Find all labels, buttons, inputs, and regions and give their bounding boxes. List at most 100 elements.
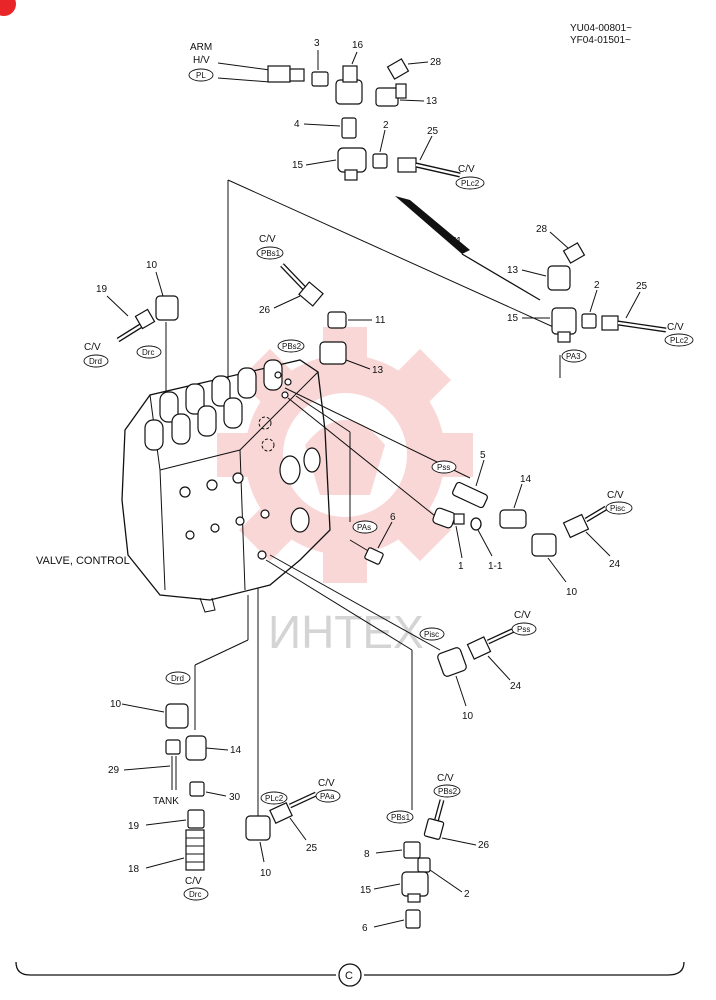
callout-26-top: 26 [259, 305, 271, 316]
port-label-pss-mid: Pss [437, 463, 450, 472]
port-label-drc-left: Drc [142, 348, 154, 357]
lower-right-group: Pisc 10 24 C/V Pss [419, 610, 537, 722]
port-oval-pbs2-low [433, 784, 461, 798]
port-label-pisc-mid: Pisc [610, 504, 625, 513]
callout-2-right: 2 [594, 280, 600, 291]
callout-15-top: 15 [292, 160, 304, 171]
port-oval-drc-left [136, 345, 162, 359]
port-oval-pisc-low [419, 627, 445, 641]
tee-part-15-right [551, 307, 577, 335]
port-label-pas: PAs [357, 523, 371, 532]
port-oval-paa [315, 789, 341, 803]
callout-28-top: 28 [430, 57, 442, 68]
footer-bracket: C [15, 961, 685, 987]
port-label-pbs1-top: PBs1 [261, 249, 281, 258]
callout-6-low: 6 [362, 923, 368, 934]
port-label-pbs2: PBs2 [282, 342, 302, 351]
footer-symbol: C [345, 970, 353, 982]
port-oval-pss-mid [431, 460, 457, 474]
tank-label: TANK [153, 796, 179, 807]
port-label-pss-low: Pss [517, 625, 530, 634]
hv-label: H/V [193, 55, 210, 66]
mid-right-group: Pss 5 14 1 1-1 6 PAs 10 24 C/V Pisc [352, 450, 633, 598]
tee-part-15-low [401, 871, 429, 897]
elbow-part-10-lowleft [165, 703, 189, 729]
callout-8: 8 [364, 849, 370, 860]
port-label-plc2-low: PLc2 [265, 794, 284, 803]
plug-part-8 [403, 841, 421, 859]
model-code-1: YU04-00801~ [570, 23, 632, 34]
hose-fitting [267, 65, 291, 83]
watermark-text: ИНТЕХ [268, 606, 424, 658]
port-label-drc-low: Drc [189, 890, 201, 899]
cv-label-drd-left: C/V [84, 342, 101, 353]
callout-2-top: 2 [383, 120, 389, 131]
bottom-right-group: PBs1 C/V PBs2 26 8 2 15 6 [360, 773, 490, 934]
port-label-pisc-low: Pisc [424, 630, 439, 639]
callout-25-low: 25 [306, 843, 318, 854]
nipple-part-2-right [581, 313, 597, 329]
port-label-pa3: PA3 [566, 352, 581, 361]
control-valve-body: VALVE, CONTROL [36, 359, 331, 613]
cv-label-pss-low: C/V [514, 610, 531, 621]
port-oval-pa3 [561, 349, 587, 363]
callout-18: 18 [128, 864, 140, 875]
port-label-paa: PAa [320, 792, 335, 801]
port-label-pbs2-low: PBs2 [438, 787, 458, 796]
elbow-part-11 [327, 311, 347, 329]
valve-spool-caps [144, 359, 283, 451]
port-oval-pbs1-top [256, 246, 284, 260]
hose-part-18 [185, 829, 205, 871]
callout-1-1: 1-1 [488, 561, 503, 572]
plug-part-4 [341, 117, 357, 139]
callout-10-low: 10 [462, 711, 474, 722]
nipple-part-6-low [405, 909, 421, 929]
callout-24-low: 24 [510, 681, 522, 692]
tee-part-14-low [185, 735, 207, 761]
callout-25-top: 25 [427, 126, 439, 137]
callout-10-left: 10 [146, 260, 158, 271]
elbow-part-13-mid [319, 341, 347, 365]
corner-badge [0, 0, 16, 16]
adapter-part-5 [452, 481, 488, 509]
port-oval-drd-left [83, 354, 109, 368]
callout-5: 5 [480, 450, 486, 461]
cv-label-right: C/V [667, 322, 684, 333]
callout-15-low: 15 [360, 885, 372, 896]
plug-part-28-right [562, 242, 586, 264]
watermark-logo [217, 327, 473, 583]
nipple-part-2-low [417, 857, 431, 873]
view-arrow-f1: F1 [395, 196, 541, 301]
callout-26-low: 26 [478, 840, 490, 851]
port-label-drd-left: Drd [89, 357, 102, 366]
port-oval-pisc-mid [605, 501, 633, 515]
lower-left-group: Drd 10 14 29 TANK 30 19 18 C/V Drc [108, 671, 242, 901]
top-group: ARM H/V PL 3 16 28 13 4 15 [188, 38, 485, 190]
cv-label-pbs1-top: C/V [259, 234, 276, 245]
hose-nut [289, 68, 305, 82]
o-ring-part-1-1 [470, 517, 482, 531]
footer-symbol-circle [338, 963, 362, 987]
callout-1: 1 [458, 561, 464, 572]
callout-19-left: 19 [96, 284, 108, 295]
elbow-part-13-right [547, 265, 571, 291]
lower-mid-group: PLc2 10 25 C/V PAa [245, 778, 341, 879]
port-oval-drc-low [183, 887, 209, 901]
tee-part-15-top [337, 147, 367, 173]
callout-30: 30 [229, 792, 241, 803]
arm-label: ARM [190, 42, 212, 53]
port-oval-pbs2 [277, 339, 305, 353]
port-label-drd-low: Drd [171, 674, 184, 683]
port-label-pbs1-low: PBs1 [391, 813, 411, 822]
callout-29: 29 [108, 765, 120, 776]
left-group: 10 19 C/V Drd Drc [83, 260, 179, 400]
callout-10-mid: 10 [566, 587, 578, 598]
cv-label-top: C/V [458, 164, 475, 175]
callout-13-right: 13 [507, 265, 519, 276]
valve-ports [179, 371, 321, 560]
callout-11: 11 [375, 315, 386, 326]
callout-19-low: 19 [128, 821, 140, 832]
port-oval-pl [188, 68, 214, 82]
